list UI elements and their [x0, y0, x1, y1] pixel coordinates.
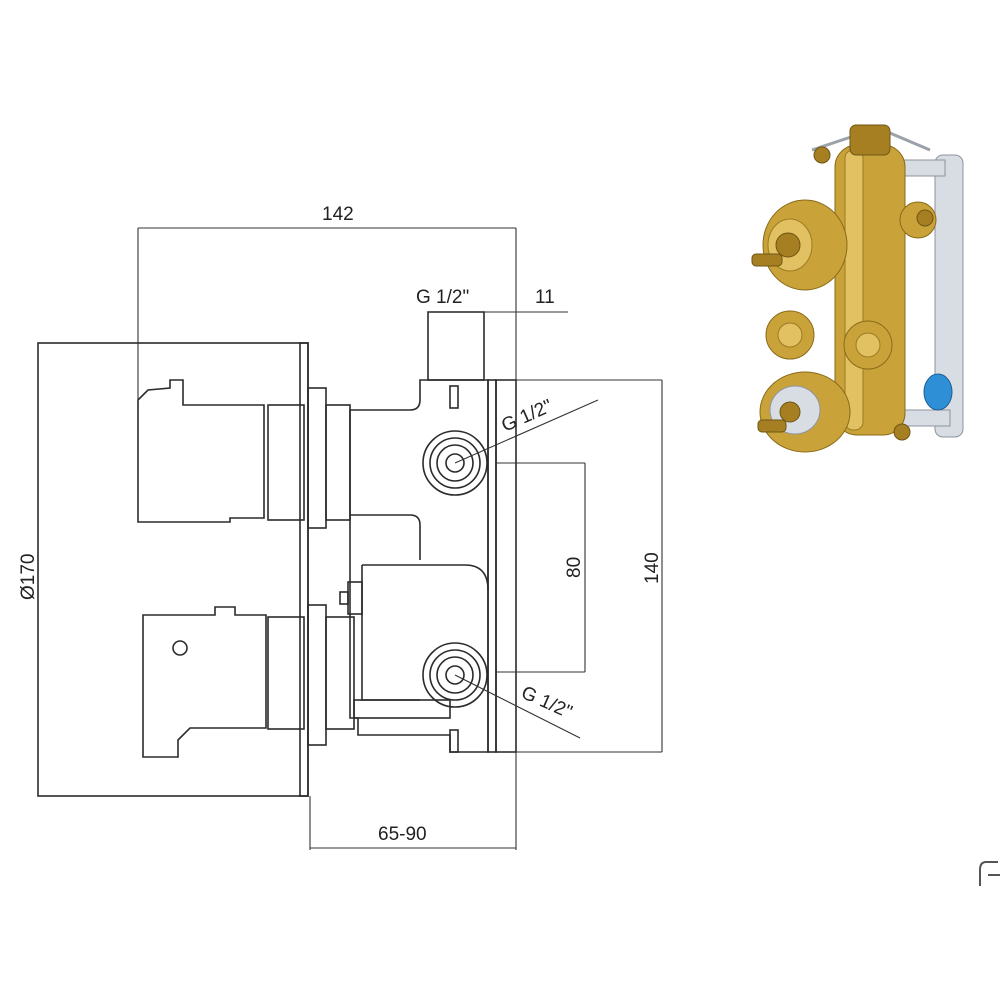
dim-installation-depth: 65-90: [378, 824, 427, 845]
lower-handle: [142, 604, 355, 758]
bottom-inlet-connector: [422, 642, 488, 708]
dim-inlet-thread-middle: G 1/2": [498, 396, 555, 437]
partial-brand-logo-icon: [979, 861, 1000, 886]
dim-overall-depth: 142: [322, 204, 354, 225]
valve-body: [339, 311, 517, 753]
dim-inlet-thread-top: G 1/2": [416, 287, 469, 308]
dim-body-height: 140: [642, 552, 663, 584]
dim-plate-offset: 11: [535, 287, 555, 308]
dim-inlet-thread-bottom: G 1/2": [518, 682, 575, 723]
cover-plate: [37, 342, 309, 797]
top-inlet-connector: [422, 430, 488, 496]
dimension-lines: [137, 227, 663, 850]
dim-outlet-spacing: 80: [564, 557, 585, 578]
dim-diameter: Ø170: [18, 554, 39, 600]
upper-handle: [137, 379, 351, 529]
product-image: [751, 124, 964, 453]
